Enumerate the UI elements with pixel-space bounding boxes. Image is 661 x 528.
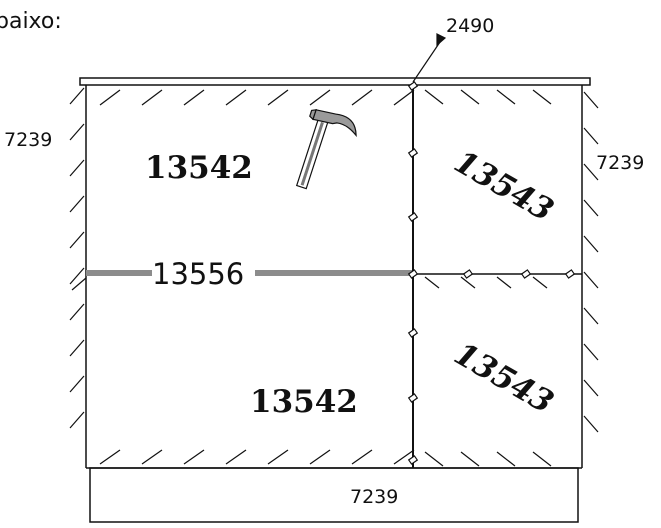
hatch-mark <box>460 89 480 105</box>
hatch-mark <box>69 411 85 429</box>
hatch-mark <box>225 449 247 465</box>
hatch-mark <box>69 123 85 141</box>
left-side-label: 7239 <box>4 129 52 151</box>
panel-top-right-label: 13543 <box>448 144 559 229</box>
hatch-mark <box>309 89 331 106</box>
hatch-mark <box>424 276 440 289</box>
panel-top-left-label: 13542 <box>145 150 253 186</box>
hatch-mark <box>99 449 121 465</box>
hatch-mark <box>351 449 373 465</box>
hatch-mark <box>69 303 85 321</box>
hatch-mark <box>583 307 599 325</box>
connector-mark <box>564 269 576 279</box>
hatch-mark <box>183 89 205 106</box>
hatch-mark <box>69 195 85 213</box>
hatch-mark <box>496 276 512 289</box>
hatch-mark <box>460 276 476 289</box>
callout-top-label: 2490 <box>446 15 494 37</box>
connector-mark <box>407 81 419 91</box>
hatch-mark <box>69 87 85 105</box>
hatch-mark <box>583 163 599 181</box>
connector-mark <box>407 455 419 465</box>
hatch-mark <box>532 276 548 289</box>
hatch-mark <box>225 89 247 106</box>
plinth-panel <box>89 467 579 523</box>
hatch-mark <box>267 89 289 106</box>
hatch-mark <box>496 451 516 467</box>
hatch-mark <box>583 127 599 145</box>
connector-mark <box>462 269 474 279</box>
hatch-mark <box>71 277 87 291</box>
hatch-mark <box>393 89 415 106</box>
connector-mark <box>520 269 532 279</box>
connector-mark <box>407 328 419 338</box>
hatch-mark <box>267 449 289 465</box>
hatch-mark <box>69 231 85 249</box>
hatch-mark <box>351 89 373 106</box>
hatch-mark <box>141 449 163 465</box>
connector-mark <box>407 393 419 403</box>
hatch-mark <box>583 343 599 361</box>
connector-mark <box>407 212 419 222</box>
hatch-mark <box>532 89 552 105</box>
hatch-mark <box>583 91 599 109</box>
hatch-mark <box>583 271 599 289</box>
hatch-mark <box>424 451 444 467</box>
panel-bottom-right-label: 13543 <box>448 336 559 421</box>
hatch-mark <box>69 267 85 285</box>
hatch-mark <box>424 89 444 105</box>
connector-marks <box>407 81 576 465</box>
cabinet-frame <box>79 77 591 523</box>
panel-bottom-left-label: 13542 <box>250 384 358 420</box>
hatch-mark <box>583 235 599 253</box>
hatch-mark <box>393 449 415 465</box>
hatch-mark <box>309 449 331 465</box>
connector-mark <box>407 269 419 279</box>
hatch-mark <box>532 451 552 467</box>
hammer-head <box>312 109 357 138</box>
hatch-mark <box>99 89 121 106</box>
connector-mark <box>407 148 419 158</box>
hatch-marks <box>69 87 599 467</box>
bottom-label: 7239 <box>350 486 398 508</box>
hatch-mark <box>69 159 85 177</box>
right-side-label: 7239 <box>596 152 644 174</box>
hatch-mark <box>69 375 85 393</box>
instruction-caption: baixo: <box>0 9 62 34</box>
hatch-mark <box>183 449 205 465</box>
hatch-mark <box>496 89 516 105</box>
hatch-mark <box>69 339 85 357</box>
divider-rail-label: 13556 <box>152 257 244 291</box>
hatch-mark <box>141 89 163 106</box>
hammer-icon <box>295 109 357 190</box>
top-panel <box>79 77 591 86</box>
hatch-mark <box>583 379 599 397</box>
hatch-mark <box>460 451 480 467</box>
hatch-mark <box>583 415 599 433</box>
hatch-mark <box>583 199 599 217</box>
callout-arrow <box>412 33 447 83</box>
